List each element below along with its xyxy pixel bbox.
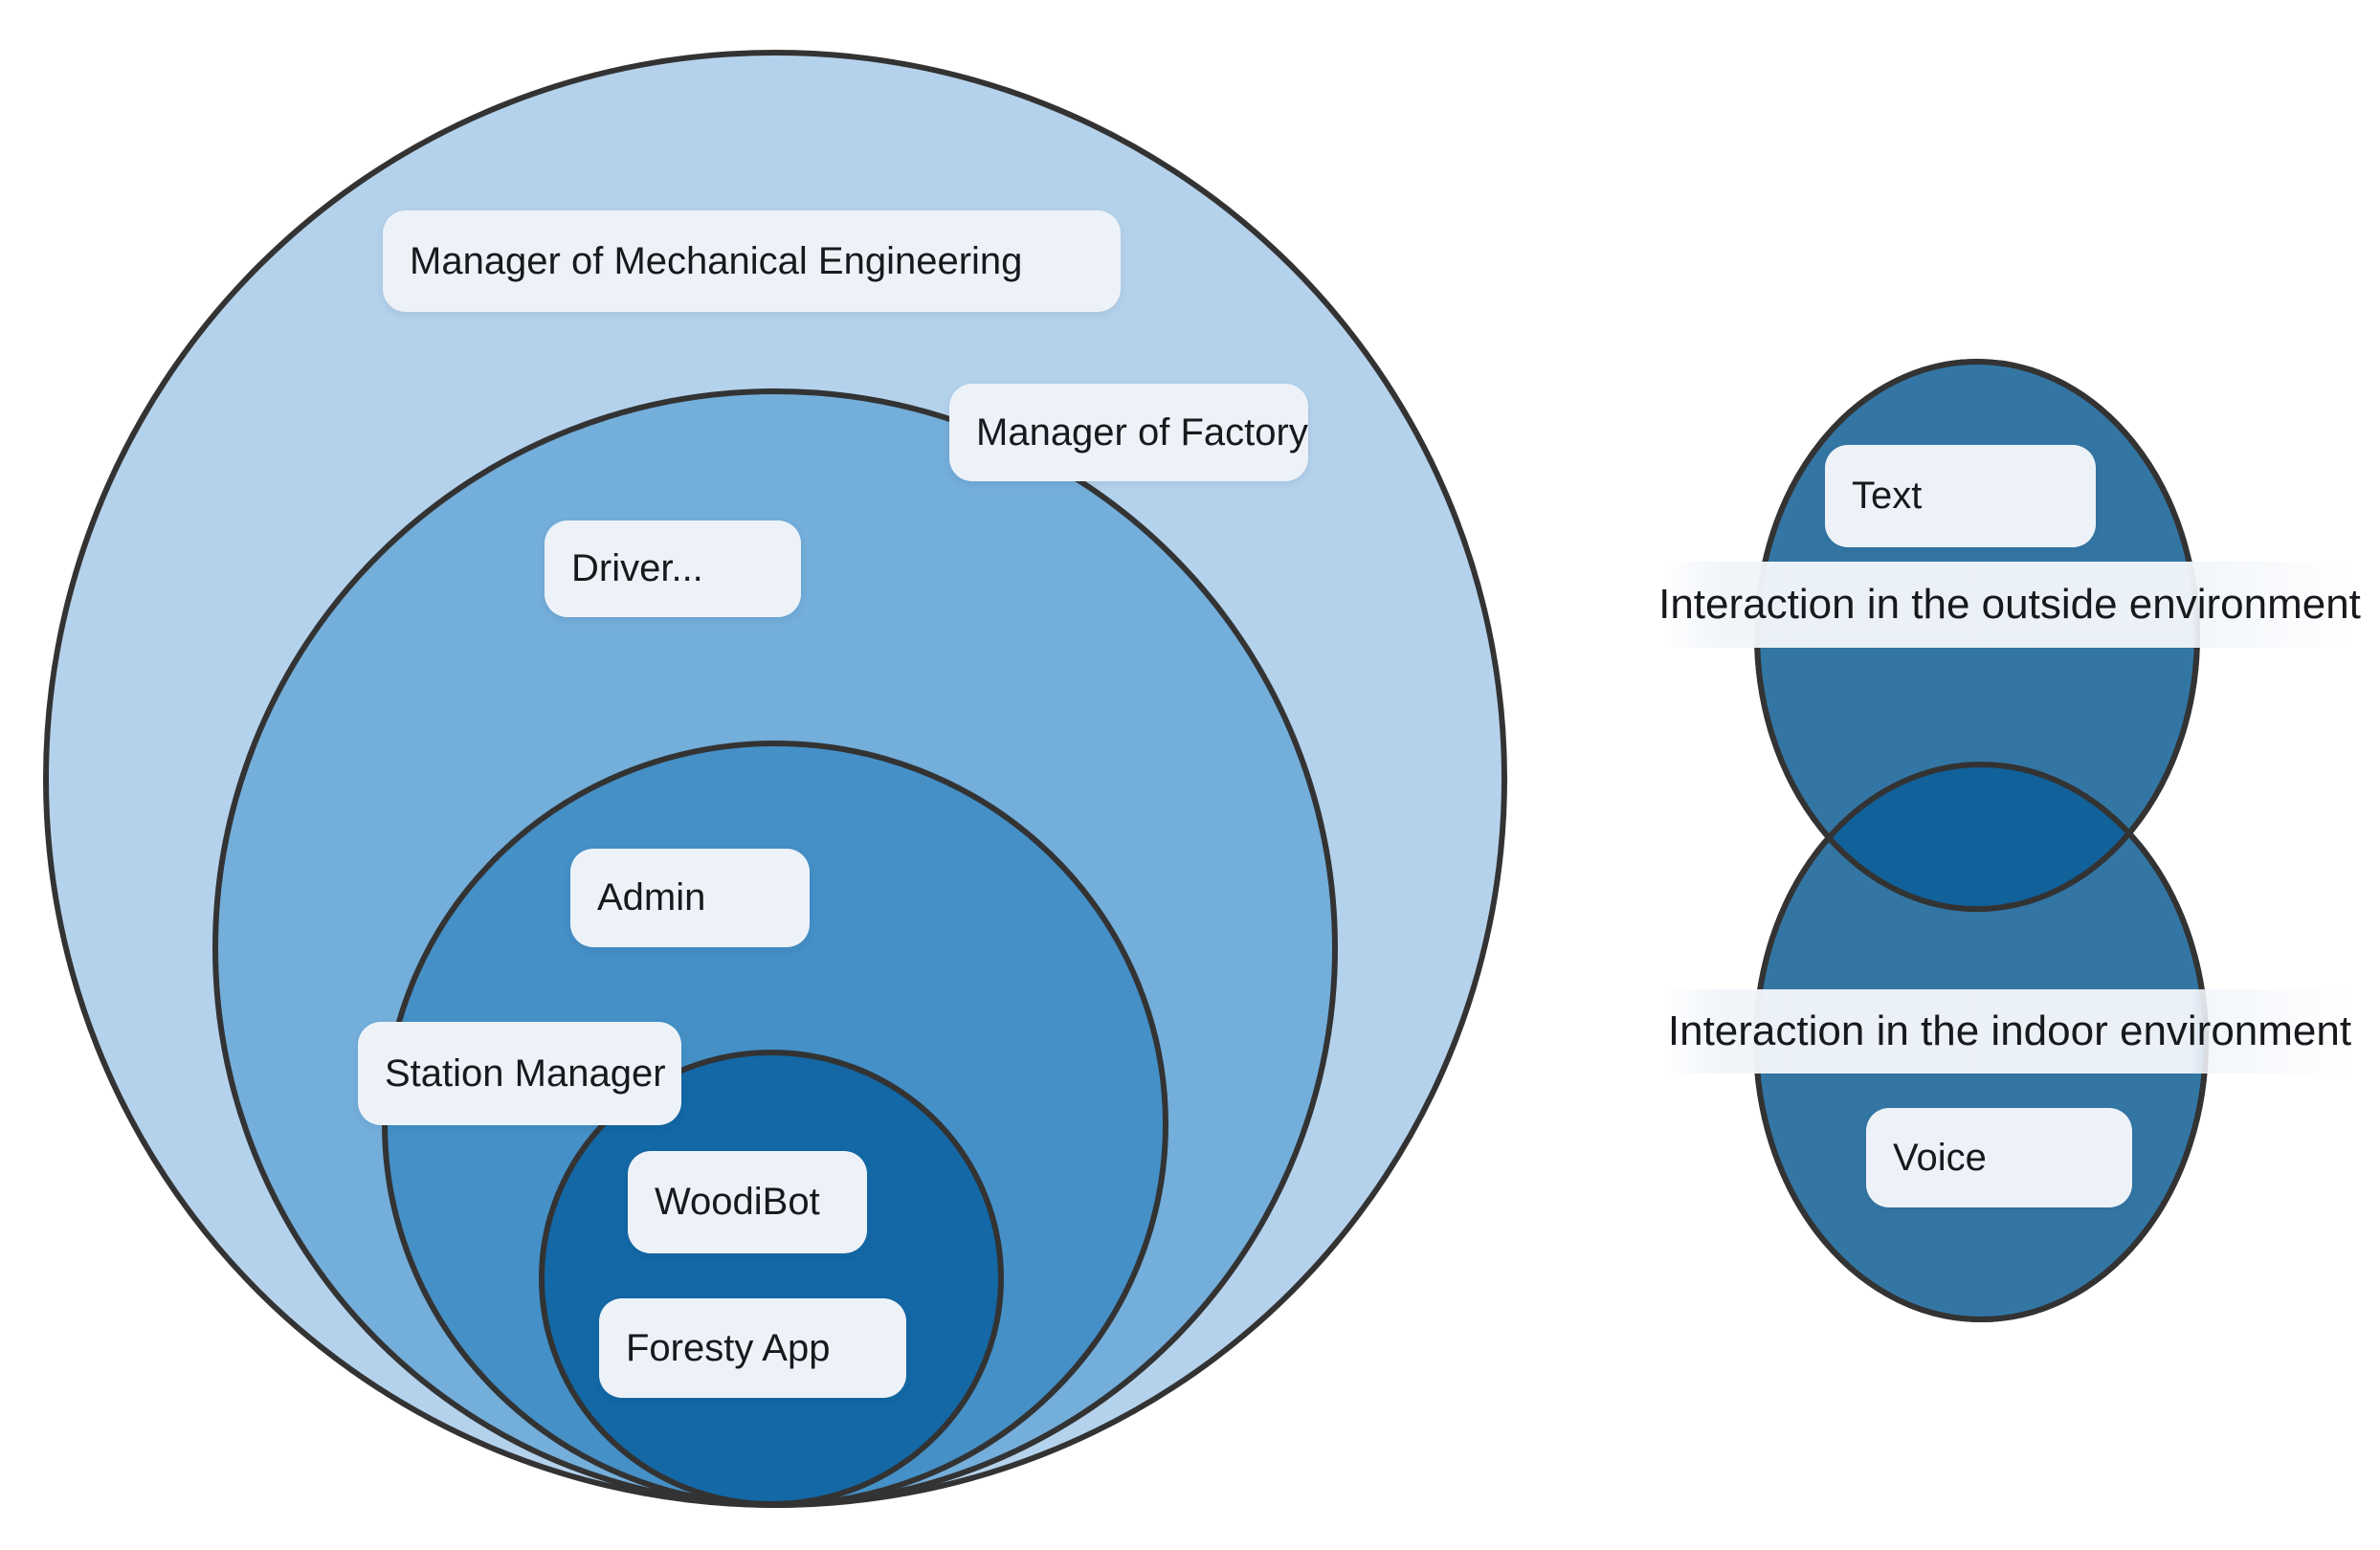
label-chip-driver[interactable]: Driver... (545, 520, 801, 617)
band-text: Interaction in the indoor environment (1667, 1008, 2352, 1054)
label-chip-woodibot[interactable]: WoodiBot (628, 1151, 867, 1253)
label-text: Voice (1893, 1136, 1987, 1179)
label-text: WoodiBot (655, 1181, 820, 1223)
label-chip-voice[interactable]: Voice (1866, 1108, 2132, 1207)
band-indoor-environment[interactable]: Interaction in the indoor environment (1663, 989, 2356, 1074)
label-chip-station-manager[interactable]: Station Manager (358, 1022, 681, 1125)
label-text: Manager of Factory (976, 410, 1308, 454)
label-chip-admin[interactable]: Admin (570, 849, 810, 947)
label-text: Manager of Mechanical Engineering (410, 239, 1023, 282)
label-text: Driver... (571, 547, 703, 589)
label-text: Foresty App (626, 1326, 831, 1369)
band-outside-environment[interactable]: Interaction in the outside environment (1658, 562, 2361, 648)
label-chip-manager-factory[interactable]: Manager of Factory (949, 384, 1308, 481)
label-chip-manager-mech-eng[interactable]: Manager of Mechanical Engineering (383, 210, 1121, 312)
label-chip-foresty-app[interactable]: Foresty App (599, 1298, 906, 1398)
label-text: Admin (597, 876, 706, 919)
label-text: Text (1852, 475, 1923, 517)
band-text: Interaction in the outside environment (1658, 581, 2361, 628)
label-chip-text[interactable]: Text (1825, 445, 2096, 547)
label-text: Station Manager (385, 1052, 666, 1095)
